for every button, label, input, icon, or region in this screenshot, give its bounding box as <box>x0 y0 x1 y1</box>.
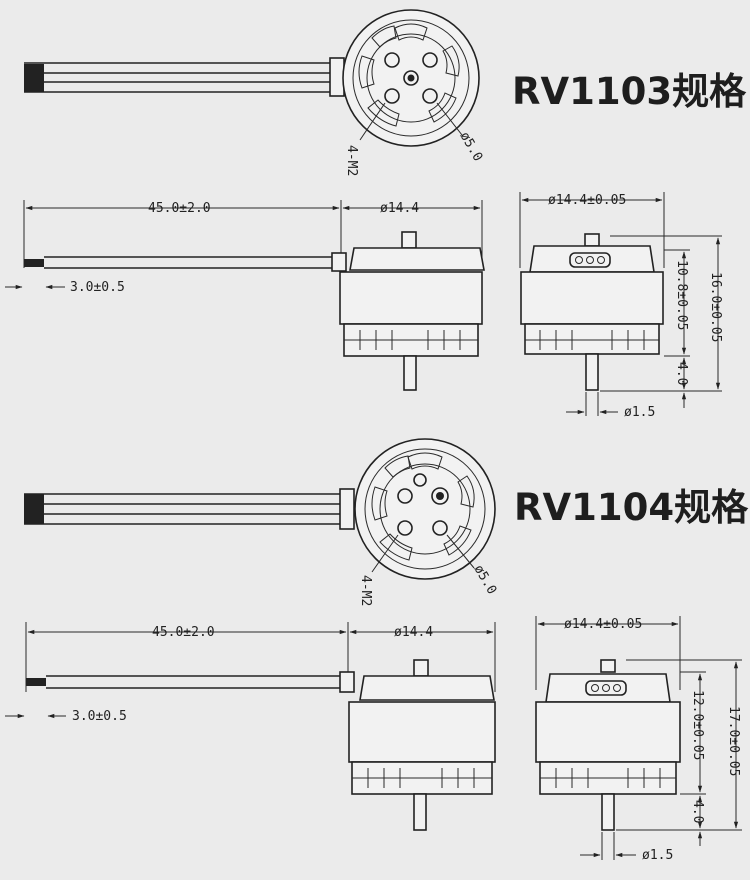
rv1103-section: 4-M2 ø5.0 RV1103规格 45.0±2.0 ø14.4 <box>5 9 747 420</box>
rv1104-wire-end-label: 3.0±0.5 <box>72 709 127 724</box>
rv1104-total-height-label: 17.0±0.05 <box>726 706 741 776</box>
rv1104-side-view: ø14.4±0.05 <box>535 616 742 863</box>
rv1103-screw-label: 4-M2 <box>344 145 359 176</box>
rv1103-front-view: 45.0±2.0 ø14.4 <box>5 200 485 391</box>
rv1104-stator-diameter-label: ø14.4 <box>394 625 433 640</box>
rv1104-shaft-circle-label: ø5.0 <box>471 563 500 598</box>
rv1104-motor-side <box>535 659 681 831</box>
rv1103-wire-bundle <box>24 57 345 97</box>
rv1103-body-height-label: 10.8±0.05 <box>674 260 689 330</box>
rv1103-shaft-circle-label: ø5.0 <box>457 130 486 165</box>
rv1104-wire-bundle <box>24 488 355 530</box>
rv1103-side-view: ø14.4±0.05 <box>519 192 723 420</box>
rv1103-wire-end-label: 3.0±0.5 <box>70 280 125 295</box>
rv1103-shaft-diameter-label: ø1.5 <box>624 405 655 420</box>
rv1104-motor-front <box>348 659 496 831</box>
rv1103-motor-side <box>520 233 664 391</box>
rv1103-side-diameter-label: ø14.4±0.05 <box>548 193 626 208</box>
rv1104-front-view: 45.0±2.0 ø14.4 <box>5 622 496 831</box>
rv1104-cable <box>26 671 355 693</box>
rv1104-shaft-diameter-label: ø1.5 <box>642 848 673 863</box>
rv1104-shaft-length-label: 4.0 <box>690 800 705 823</box>
rv1104-side-diameter-label: ø14.4±0.05 <box>564 617 642 632</box>
rv1104-body-height-label: 12.0±0.05 <box>690 690 705 760</box>
rv1103-rotor-top <box>342 9 480 147</box>
rv1103-title: RV1103规格 <box>512 70 747 113</box>
rv1104-rotor-top <box>354 438 496 580</box>
rv1103-motor-front <box>339 231 485 391</box>
rv1103-cable-length-label: 45.0±2.0 <box>148 201 211 216</box>
rv1103-shaft-length-label: 4.0 <box>674 362 689 385</box>
rv1104-screw-label: 4-M2 <box>358 575 373 606</box>
rv1104-section: 4-M2 ø5.0 RV1104规格 45.0±2.0 ø14.4 <box>5 438 749 863</box>
rv1103-total-height-label: 16.0±0.05 <box>708 272 723 342</box>
rv1104-top-view: 4-M2 ø5.0 RV1104规格 <box>24 438 749 606</box>
rv1103-top-view: 4-M2 ø5.0 RV1103规格 <box>24 9 747 176</box>
rv1103-stator-diameter-label: ø14.4 <box>380 201 419 216</box>
rv1104-cable-length-label: 45.0±2.0 <box>152 625 215 640</box>
rv1103-cable <box>24 252 347 272</box>
rv1104-title: RV1104规格 <box>514 486 749 529</box>
